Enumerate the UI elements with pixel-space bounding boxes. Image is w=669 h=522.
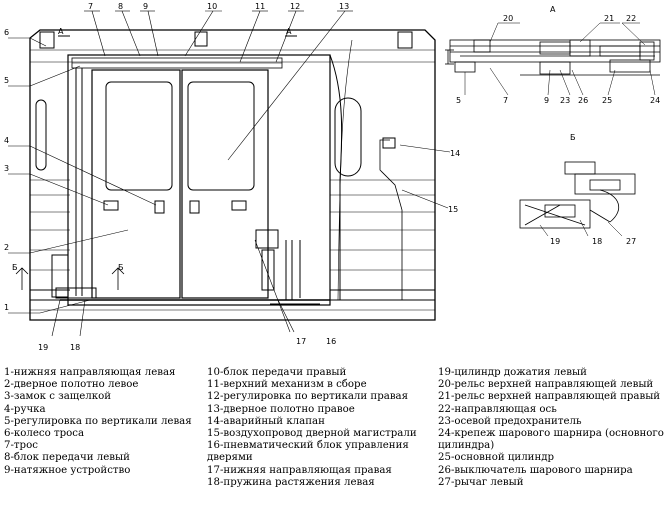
callout-15: 15 — [448, 205, 458, 214]
callout-9: 9 — [143, 2, 148, 11]
legend-item: 26-выключатель шарового шарнира — [438, 464, 633, 476]
callout-8: 8 — [118, 2, 123, 11]
callout-7: 7 — [88, 2, 93, 11]
legend-item: 21-рельс верхней направляющей правый — [438, 391, 661, 403]
callout-19: 19 — [38, 343, 48, 352]
legend-item: 8-блок передачи левый — [4, 452, 130, 464]
view-b-label: Б — [570, 133, 576, 142]
legend-item: 7-трос — [4, 440, 38, 452]
callout-17: 17 — [296, 337, 306, 346]
legend-item: 23-осевой предохранитель — [438, 415, 582, 427]
section-label-right: Б — [118, 263, 124, 272]
legend-item: 14-аварийный клапан — [207, 415, 325, 427]
view-a-callout-9: 9 — [544, 96, 549, 105]
door-mechanism-drawing: 1 2 3 4 5 6 7 8 9 10 11 12 13 14 15 16 1… — [4, 2, 661, 352]
legend-item: 9-натяжное устройство — [4, 464, 131, 476]
view-a-callout-25: 25 — [602, 96, 612, 105]
callout-16: 16 — [326, 337, 336, 346]
legend-item: 3-замок с защелкой — [4, 391, 112, 403]
view-b-callout-27: 27 — [626, 237, 636, 246]
view-b-callout-19: 19 — [550, 237, 560, 246]
legend-item: 10-блок передачи правый — [207, 367, 347, 378]
legend-item: 25-основной цилиндр — [438, 452, 555, 464]
legend-item: 5-регулировка по вертикали левая — [4, 415, 192, 427]
legend-item: 22-направляющая ось — [438, 403, 557, 415]
view-label-a-marker: А — [58, 27, 64, 36]
legend-item: 16-пневматический блок управления дверям… — [207, 440, 409, 464]
view-a-callout-20: 20 — [503, 14, 513, 23]
legend-item: 6-колесо троса — [4, 428, 85, 440]
callout-2: 2 — [4, 243, 9, 252]
callout-11: 11 — [255, 2, 265, 11]
callout-5: 5 — [4, 76, 9, 85]
callout-4: 4 — [4, 136, 9, 145]
legend-column-1: 1-нижняя направляющая левая 2-дверное по… — [4, 367, 204, 477]
legend-column-3: 19-цилиндр дожатия левый 20-рельс верхне… — [438, 367, 669, 489]
legend-item: 2-дверное полотно левое — [4, 379, 139, 391]
view-a-callout-26: 26 — [578, 96, 588, 105]
legend-item: 13-дверное полотно правое — [207, 403, 355, 415]
legend-item: 11-верхний механизм в сборе — [207, 379, 367, 391]
legend-item: 19-цилиндр дожатия левый — [438, 367, 587, 378]
callout-18: 18 — [70, 343, 80, 352]
view-label-a-marker-right: А — [286, 27, 292, 36]
legend-item: 24-крепеж шарового шарнира (основного ци… — [438, 428, 664, 452]
callout-1: 1 — [4, 303, 9, 312]
callout-12: 12 — [290, 2, 300, 11]
callout-3: 3 — [4, 164, 9, 173]
view-b-callout-18: 18 — [592, 237, 602, 246]
callout-10: 10 — [207, 2, 217, 11]
callout-13: 13 — [339, 2, 349, 11]
callout-6: 6 — [4, 28, 9, 37]
legend-item: 17-нижняя направляющая правая — [207, 464, 392, 476]
legend-item: 12-регулировка по вертикали правая — [207, 391, 409, 403]
legend-item: 15-воздухопровод дверной магистрали — [207, 428, 417, 440]
view-a-callout-23: 23 — [560, 96, 570, 105]
legend-item: 4-ручка — [4, 403, 46, 415]
view-a-label: А — [550, 5, 556, 14]
callout-14: 14 — [450, 149, 460, 158]
view-a-callout-24: 24 — [650, 96, 660, 105]
legend-item: 20-рельс верхней направляющей левый — [438, 379, 654, 391]
legend-item: 1-нижняя направляющая левая — [4, 367, 176, 378]
view-a-callout-22: 22 — [626, 14, 636, 23]
legend-item: 18-пружина растяжения левая — [207, 476, 375, 488]
view-a-callout-21: 21 — [604, 14, 614, 23]
view-a-callout-5: 5 — [456, 96, 461, 105]
legend-item: 27-рычаг левый — [438, 476, 524, 488]
view-a-callout-7: 7 — [503, 96, 508, 105]
section-label-left: Б — [12, 263, 18, 272]
legend-column-2: 10-блок передачи правый 11-верхний механ… — [207, 367, 432, 489]
